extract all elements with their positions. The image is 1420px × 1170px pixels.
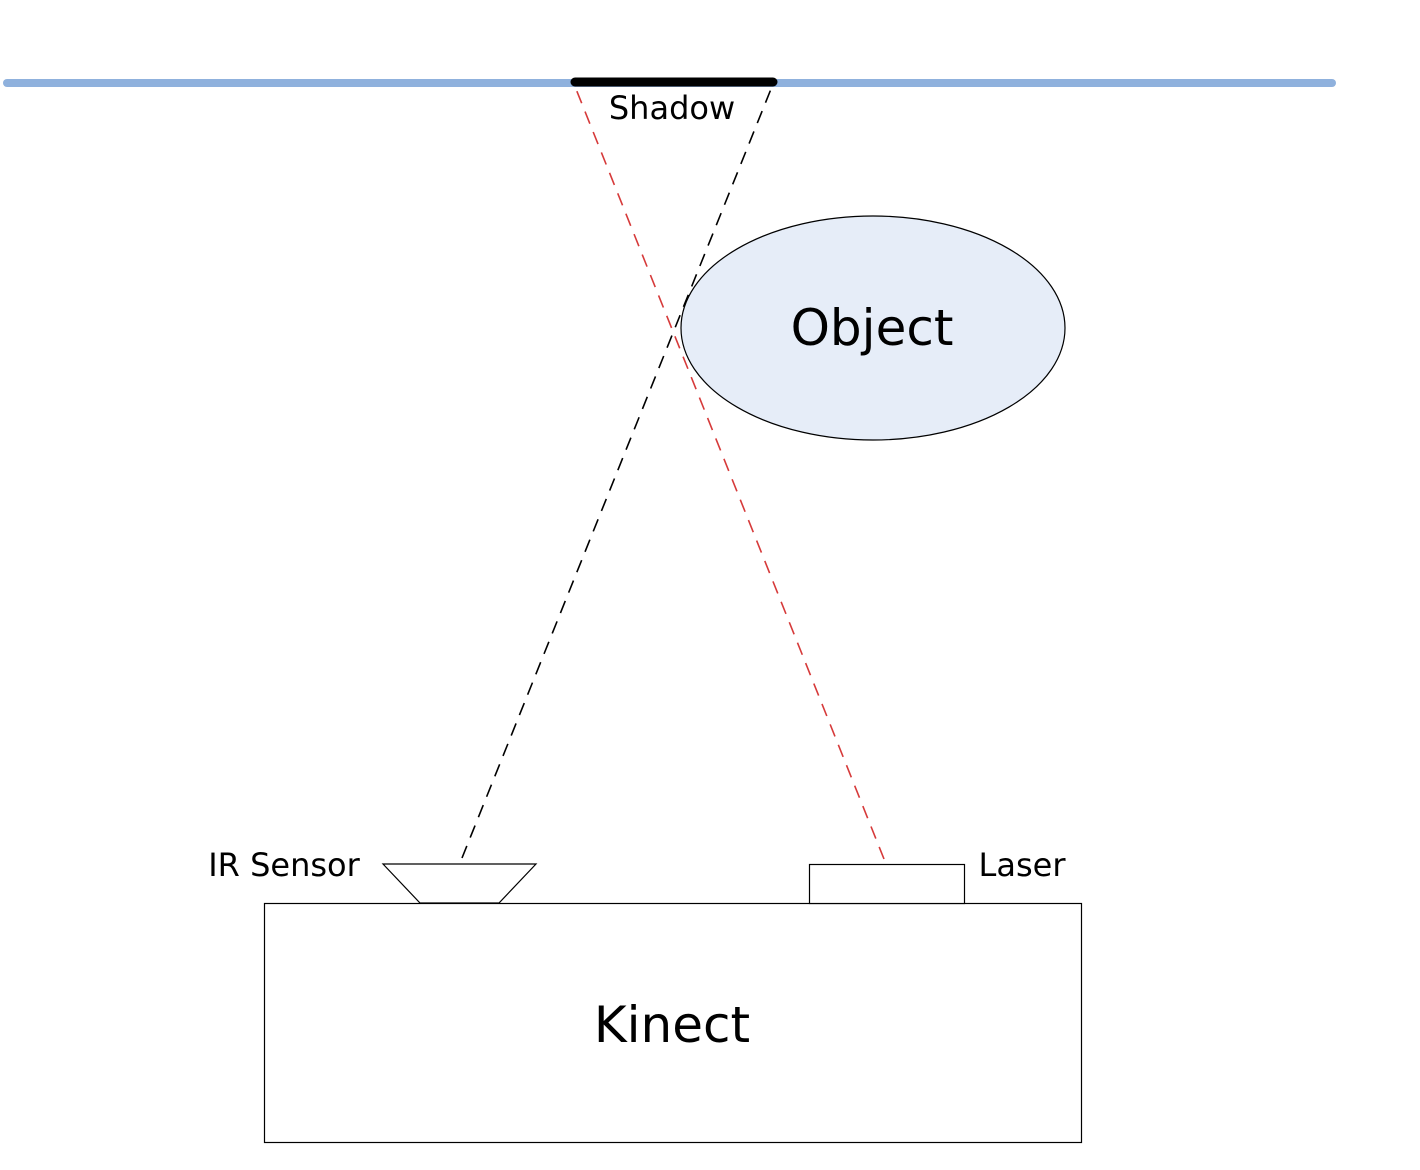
ir-sensor-shape — [381, 863, 538, 904]
object-label: Object — [791, 299, 954, 357]
ir-sensor-ray — [461, 88, 772, 859]
ir-sensor-label: IR Sensor — [208, 846, 360, 884]
shadow-label: Shadow — [609, 89, 735, 127]
object-ellipse — [680, 215, 1066, 441]
kinect-label: Kinect — [594, 996, 750, 1054]
laser-emitter-box — [808, 863, 966, 905]
laser-ray — [575, 88, 885, 860]
laser-label: Laser — [979, 846, 1067, 884]
kinect-body — [263, 902, 1083, 1144]
